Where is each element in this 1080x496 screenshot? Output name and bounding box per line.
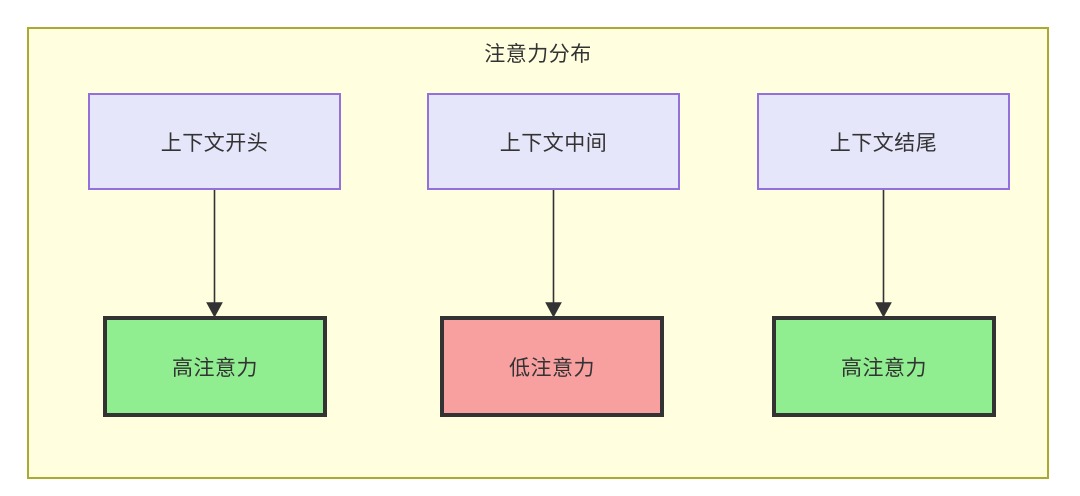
node-attention-start[interactable]: 高注意力 bbox=[103, 316, 327, 417]
node-context-start[interactable]: 上下文开头 bbox=[88, 93, 341, 190]
node-context-end[interactable]: 上下文结尾 bbox=[757, 93, 1010, 190]
node-attention-end[interactable]: 高注意力 bbox=[772, 316, 996, 417]
node-context-middle[interactable]: 上下文中间 bbox=[427, 93, 680, 190]
diagram-title: 注意力分布 bbox=[484, 43, 592, 66]
node-attention-middle[interactable]: 低注意力 bbox=[440, 316, 664, 417]
